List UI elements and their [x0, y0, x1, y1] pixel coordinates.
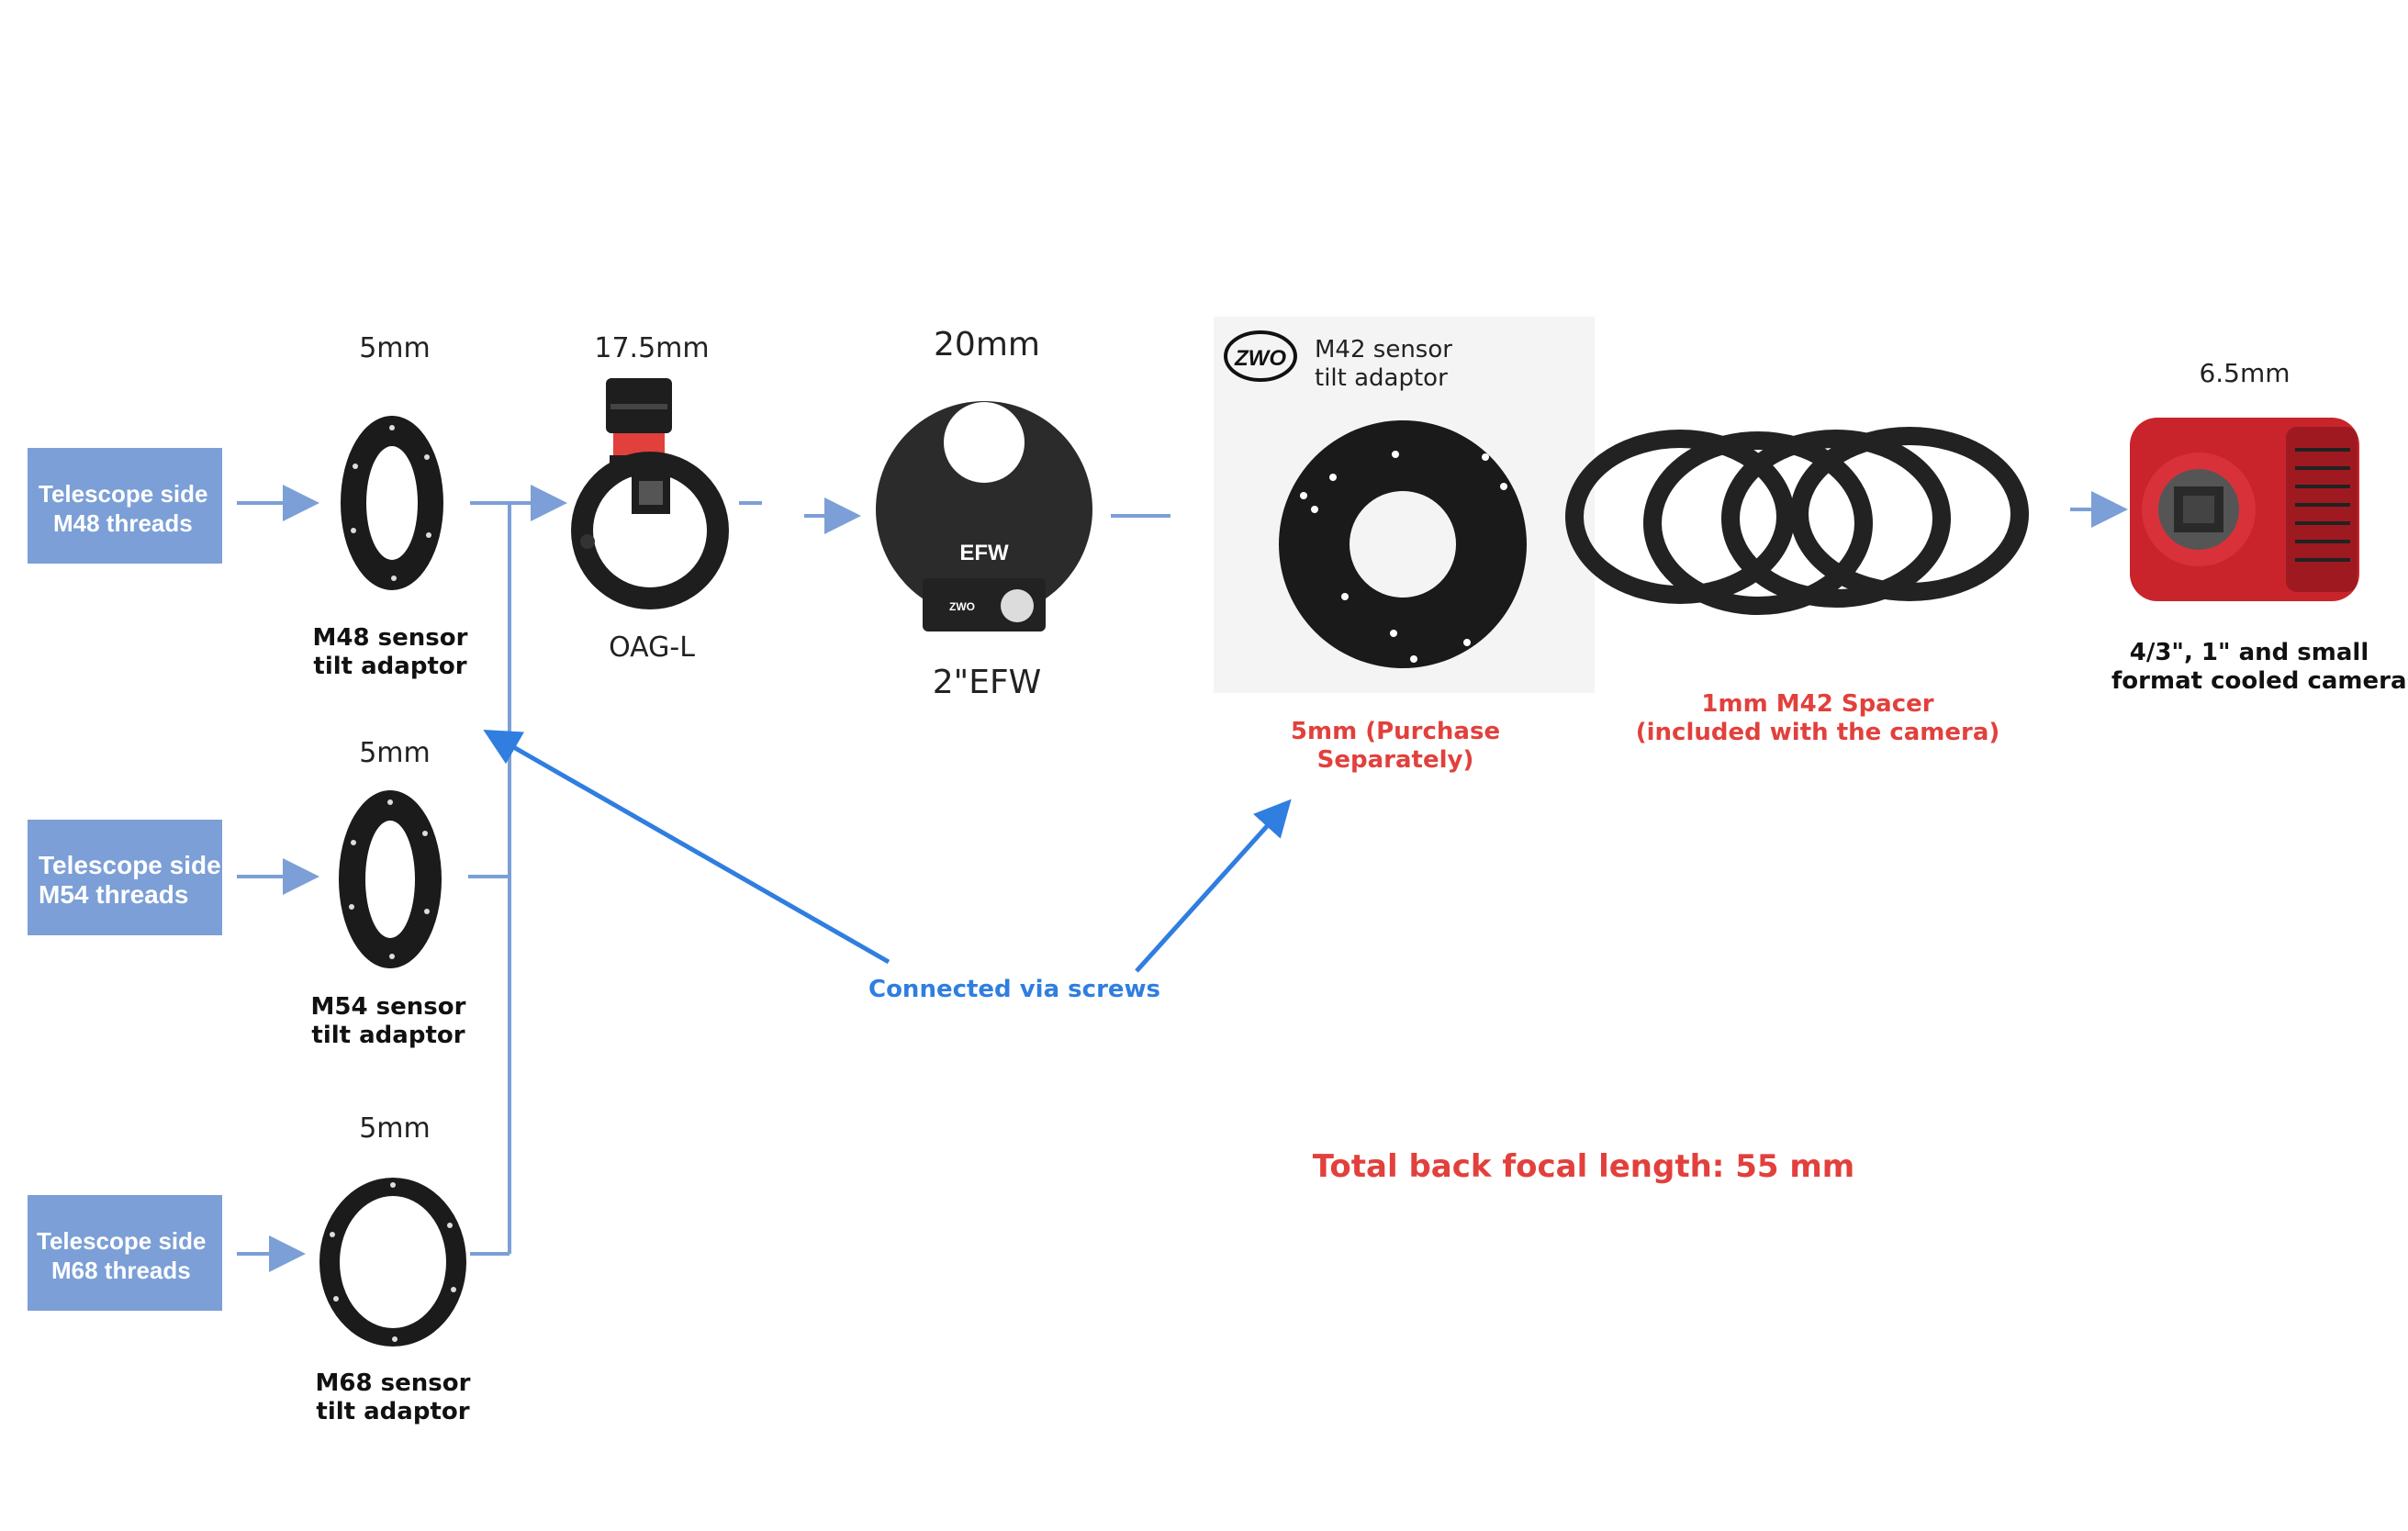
box-line1: Telescope side [37, 1227, 207, 1255]
m48-label: M48 sensor tilt adaptor [312, 624, 468, 680]
spacer-rings-image [1565, 427, 2029, 615]
telescope-side-m68-box: Telescope side M68 threads [28, 1195, 222, 1311]
m54-label: M54 sensor tilt adaptor [310, 993, 466, 1049]
callout-arrow-left [483, 730, 890, 965]
box-line2: M68 threads [51, 1257, 191, 1284]
m68-adaptor-image [319, 1178, 466, 1347]
m48-adaptor-image [341, 416, 443, 590]
svg-text:ZWO: ZWO [1234, 346, 1286, 371]
m42-label: M42 sensor tilt adaptor [1315, 336, 1452, 392]
zwo-logo: ZWO [1224, 330, 1297, 382]
oag-dimension: 17.5mm [594, 332, 710, 364]
telescope-side-m54-box: Telescope side M54 threads [28, 820, 222, 935]
efw-printed-text: EFW [959, 541, 1009, 565]
callout-arrow-right [1135, 799, 1292, 973]
m54-adaptor-image [339, 790, 442, 968]
oag-image [571, 378, 729, 609]
total-back-focal-length: Total back focal length: 55 mm [1312, 1148, 1855, 1185]
box-line1: Telescope side [39, 480, 208, 508]
camera-dimension: 6.5mm [2199, 358, 2290, 388]
efw-label: 2"EFW [932, 664, 1042, 701]
camera-image [2130, 418, 2359, 601]
camera-label: 4/3", 1" and small format cooled cameras [2111, 639, 2408, 695]
connector-lines [237, 485, 2128, 1272]
m54-dimension: 5mm [359, 737, 431, 769]
screws-annotation: Connected via screws [868, 976, 1161, 1003]
m48-dimension: 5mm [359, 332, 431, 364]
telescope-side-m48-box: Telescope side M48 threads [28, 448, 222, 564]
m68-label: M68 sensor tilt adaptor [315, 1369, 471, 1425]
screw-callout-arrows [483, 730, 1292, 973]
efw-dimension: 20mm [934, 326, 1040, 363]
spacer-label: 1mm M42 Spacer (included with the camera… [1635, 690, 2000, 746]
box-line2: M54 threads [39, 880, 189, 909]
m42-adaptor-image [1279, 420, 1527, 668]
m68-dimension: 5mm [359, 1112, 431, 1145]
box-line2: M48 threads [53, 509, 193, 537]
m42-note: 5mm (Purchase Separately) [1290, 718, 1501, 774]
efw-image: EFW ZWO [876, 401, 1092, 631]
box-line1: Telescope side [39, 851, 221, 879]
oag-label: OAG-L [609, 631, 695, 664]
efw-logo-text: ZWO [949, 600, 975, 613]
